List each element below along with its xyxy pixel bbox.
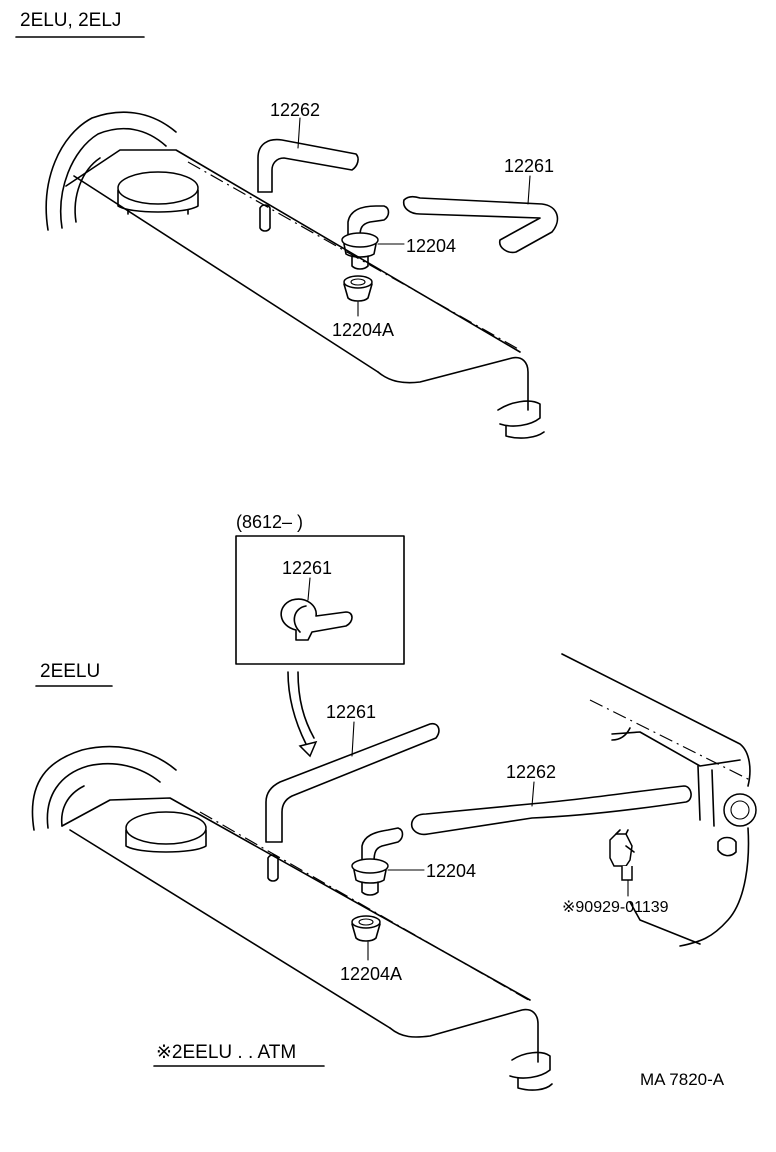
bottom-leader-12262 bbox=[531, 781, 535, 807]
top-leader-12262 bbox=[297, 117, 301, 149]
bottom-section-title: 2EELU bbox=[40, 661, 100, 682]
inset-arrow-head bbox=[298, 740, 318, 758]
inset-arrow bbox=[287, 671, 315, 745]
bottom-label-12204a: 12204A bbox=[340, 964, 402, 984]
bottom-vsv bbox=[609, 829, 635, 881]
bottom-section: 2EELU bbox=[31, 653, 757, 1091]
top-hose-12261 bbox=[402, 195, 559, 254]
top-pcv-valve bbox=[341, 205, 390, 270]
figure-code: MA 7820-A bbox=[640, 1070, 725, 1089]
top-grommet bbox=[343, 275, 373, 302]
inset-frame bbox=[235, 535, 405, 665]
bottom-hose-12261 bbox=[265, 722, 440, 843]
bottom-surge-tank bbox=[561, 653, 757, 947]
top-label-12262: 12262 bbox=[270, 100, 320, 120]
top-head-cover bbox=[45, 111, 545, 439]
inset-leader-12261 bbox=[307, 577, 311, 601]
bottom-hose-12262 bbox=[410, 785, 692, 836]
top-label-12204: 12204 bbox=[406, 236, 456, 256]
bottom-pcv-valve bbox=[351, 827, 404, 896]
top-label-12261: 12261 bbox=[504, 156, 554, 176]
top-label-12204a: 12204A bbox=[332, 320, 394, 340]
bottom-label-12261: 12261 bbox=[326, 702, 376, 722]
bottom-label-vsv: ※90929-01139 bbox=[562, 899, 669, 916]
top-hose-12262 bbox=[257, 138, 359, 193]
top-section-title: 2ELU, 2ELJ bbox=[20, 10, 121, 31]
inset-label-12261: 12261 bbox=[282, 558, 332, 578]
bottom-label-12204: 12204 bbox=[426, 861, 476, 881]
inset-label: (8612– ) bbox=[236, 512, 303, 532]
bottom-grommet bbox=[351, 915, 381, 942]
inset-box: (8612– ) 12261 bbox=[235, 512, 405, 665]
top-leader-12261 bbox=[527, 175, 531, 205]
bottom-label-12262: 12262 bbox=[506, 762, 556, 782]
bottom-head-cover bbox=[31, 745, 553, 1091]
bottom-leader-12261 bbox=[351, 721, 355, 757]
bottom-section-note: ※2EELU . . ATM bbox=[156, 1042, 296, 1063]
top-section: 2ELU, 2ELJ 12262 12261 bbox=[15, 10, 559, 439]
inset-hose-12261 bbox=[280, 598, 353, 641]
